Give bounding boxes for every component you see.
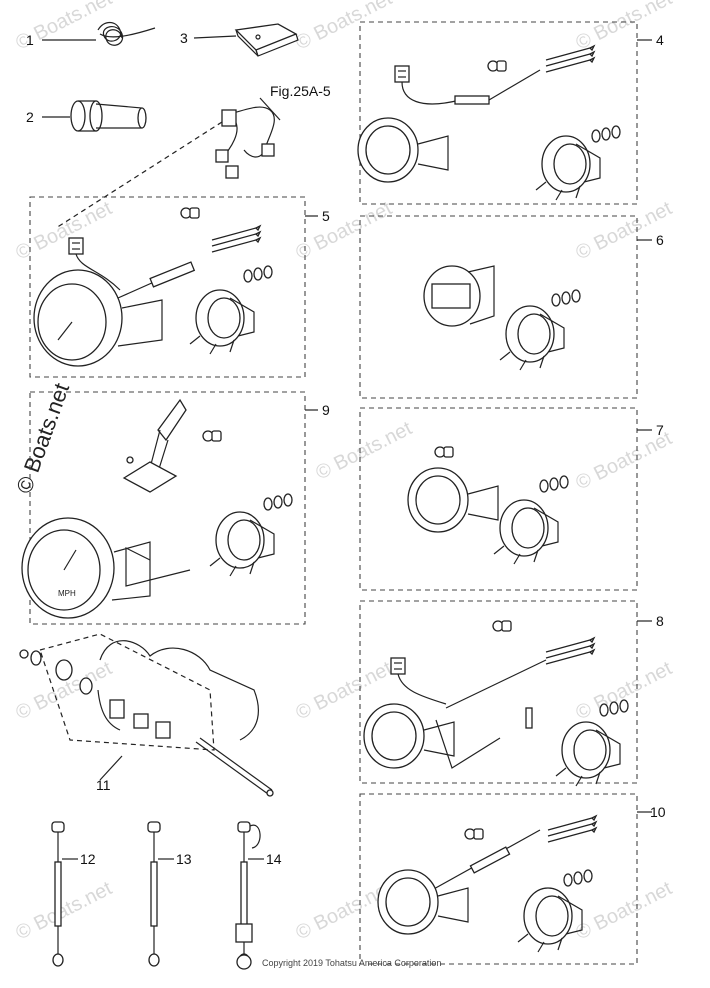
harness-fig-25a-5 bbox=[55, 97, 281, 229]
callout-1: 1 bbox=[26, 32, 34, 48]
callout-14: 14 bbox=[266, 851, 282, 867]
watermark: © Boats.net bbox=[572, 877, 676, 944]
group-box-5 bbox=[29, 196, 306, 378]
callout-4: 4 bbox=[656, 32, 664, 48]
figure-reference: Fig.25A-5 bbox=[270, 83, 331, 99]
callout-8: 8 bbox=[656, 613, 664, 629]
group-10-gauge-kit bbox=[377, 815, 597, 953]
group-box-6 bbox=[359, 215, 638, 399]
part-13-sensor bbox=[147, 821, 161, 967]
part-12-sensor bbox=[51, 821, 65, 967]
callout-6: 6 bbox=[656, 232, 664, 248]
callout-3: 3 bbox=[180, 30, 188, 46]
watermark: © Boats.net bbox=[292, 197, 396, 264]
leader-lines bbox=[42, 35, 652, 860]
callout-12: 12 bbox=[80, 851, 96, 867]
callout-13: 13 bbox=[176, 851, 192, 867]
watermark: © Boats.net bbox=[572, 197, 676, 264]
part-14-sensor-harness bbox=[235, 821, 261, 970]
watermark: © Boats.net bbox=[572, 657, 676, 724]
part-1-clip bbox=[97, 21, 156, 46]
copyright-text: Copyright 2019 Tohatsu America Corporati… bbox=[262, 958, 441, 968]
watermark: © Boats.net bbox=[312, 417, 416, 484]
part-11-assembly bbox=[19, 633, 274, 797]
part-2-fitting bbox=[70, 100, 147, 132]
part-3-pad bbox=[234, 23, 299, 57]
gauge-unit-label: MPH bbox=[58, 589, 76, 598]
callout-7: 7 bbox=[656, 422, 664, 438]
callout-9: 9 bbox=[322, 402, 330, 418]
callout-10: 10 bbox=[650, 804, 666, 820]
group-box-8 bbox=[359, 600, 638, 784]
watermark: © Boats.net bbox=[12, 197, 116, 264]
watermark-vertical: © Boats.net bbox=[11, 380, 74, 497]
callout-5: 5 bbox=[322, 208, 330, 224]
group-4-gauge-kit bbox=[357, 45, 621, 201]
group-box-4 bbox=[359, 21, 638, 205]
group-box-9 bbox=[29, 391, 306, 625]
group-7-gauge-kit bbox=[407, 446, 569, 565]
group-6-gauge-kit bbox=[423, 265, 581, 371]
callout-2: 2 bbox=[26, 109, 34, 125]
watermark: © Boats.net bbox=[292, 0, 396, 54]
group-box-10 bbox=[359, 793, 638, 965]
group-box-7 bbox=[359, 407, 638, 591]
group-5-gauge-kit bbox=[33, 207, 273, 367]
callout-11: 11 bbox=[96, 777, 111, 793]
group-8-gauge-kit bbox=[363, 620, 629, 787]
group-9-speedometer-kit: MPH bbox=[21, 398, 293, 619]
watermark: © Boats.net bbox=[12, 877, 116, 944]
